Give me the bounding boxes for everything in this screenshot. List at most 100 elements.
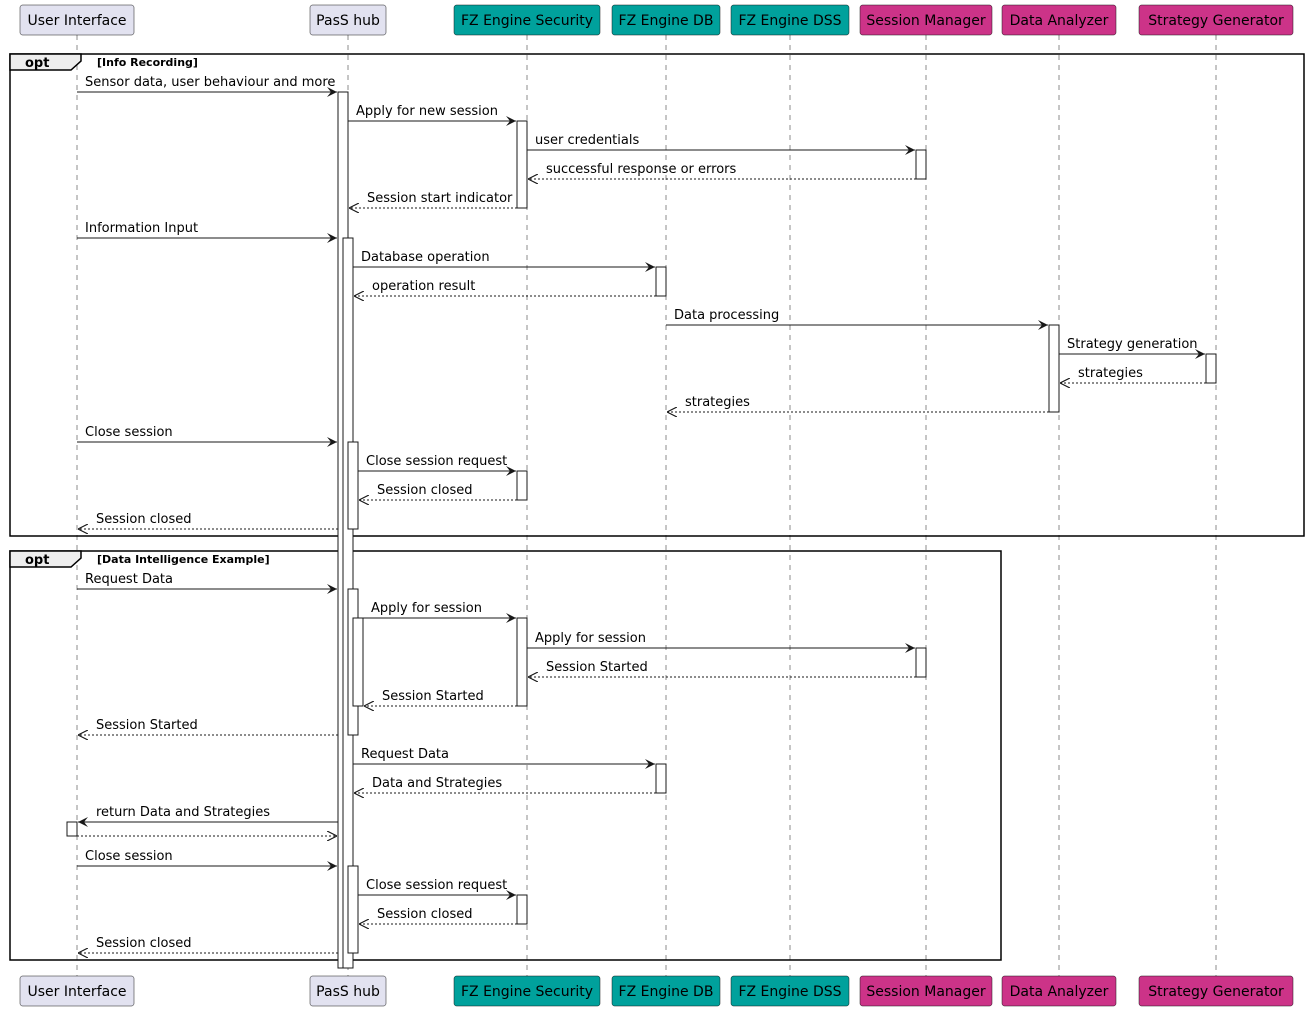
message-label: Session closed [377, 483, 472, 498]
participant-label: FZ Engine DSS [738, 984, 841, 1000]
participant-label: FZ Engine DB [619, 984, 714, 1000]
participant-sg-bottom: Strategy Generator [1138, 975, 1294, 1007]
message: Close session request [358, 878, 516, 900]
message: strategies [1060, 366, 1206, 383]
message-label: Data and Strategies [372, 776, 502, 791]
frame-tab [9, 53, 82, 71]
message-label: Information Input [85, 221, 198, 236]
activation-bars [66, 91, 1217, 969]
participant-box [730, 4, 850, 36]
participant-box [19, 4, 135, 36]
participant-box [453, 975, 601, 1007]
message-label: strategies [1078, 366, 1143, 381]
participant-label: PasS hub [316, 984, 380, 1000]
message: return Data and Strategies [78, 805, 338, 827]
message: Close session request [358, 454, 516, 476]
message-label: Request Data [85, 572, 173, 587]
activation-bar [915, 149, 927, 180]
frame-opt-2: opt [Data Intelligence Example] [9, 550, 1002, 961]
participants-bottom: User Interface PasS hub FZ Engine Security… [19, 975, 1294, 1007]
activation-bar [516, 120, 528, 209]
participant-sm-top: Session Manager [859, 4, 993, 36]
frame-operator: opt [25, 553, 49, 568]
participant-box [309, 975, 387, 1007]
message: strategies [667, 395, 1049, 412]
participant-label: FZ Engine DSS [738, 13, 841, 29]
message-label: Close session [85, 425, 173, 440]
participant-label: Session Manager [866, 984, 985, 1000]
message-label: Session Started [546, 660, 648, 675]
message: Session closed [78, 512, 338, 529]
message-label: Apply for session [371, 601, 482, 616]
message: operation result [354, 279, 656, 296]
participant-hub-top: PasS hub [309, 4, 387, 36]
participant-box [611, 4, 721, 36]
participant-label: Data Analyzer [1010, 984, 1109, 1000]
participant-da-top: Data Analyzer [1001, 4, 1117, 36]
participant-label: PasS hub [316, 13, 380, 29]
message: Session closed [359, 907, 517, 924]
participant-ui-bottom: User Interface [19, 975, 135, 1007]
participant-sg-top: Strategy Generator [1138, 4, 1294, 36]
participant-db-top: FZ Engine DB [611, 4, 721, 36]
activation-bar [655, 266, 667, 297]
frame-operator: opt [25, 56, 49, 71]
participant-label: FZ Engine DB [619, 13, 714, 29]
message-label: Session closed [96, 936, 191, 951]
message: Session Started [78, 718, 338, 735]
message: Session Started [364, 689, 517, 706]
message: Strategy generation [1059, 337, 1205, 359]
participant-sm-bottom: Session Manager [859, 975, 993, 1007]
message: Session closed [78, 936, 338, 953]
message: Session closed [359, 483, 517, 500]
participant-box [1001, 975, 1117, 1007]
participant-label: Data Analyzer [1010, 13, 1109, 29]
message-label: Close session request [366, 454, 507, 469]
participant-dss-top: FZ Engine DSS [730, 4, 850, 36]
message-label: Close session [85, 849, 173, 864]
participant-db-bottom: FZ Engine DB [611, 975, 721, 1007]
message-label: Database operation [361, 250, 490, 265]
participant-label: FZ Engine Security [461, 984, 593, 1000]
activation-bar [347, 441, 359, 530]
frame-condition: [Info Recording] [97, 56, 198, 69]
participant-da-bottom: Data Analyzer [1001, 975, 1117, 1007]
participant-sec-top: FZ Engine Security [453, 4, 601, 36]
message-label: Close session request [366, 878, 507, 893]
message: Close session [77, 849, 337, 871]
participant-label: User Interface [27, 984, 126, 1000]
message: Sensor data, user behaviour and more [77, 75, 337, 97]
message: Database operation [353, 250, 655, 272]
message-label: Session start indicator [367, 191, 513, 206]
message-label: Session Started [96, 718, 198, 733]
message-label: Strategy generation [1067, 337, 1198, 352]
participant-ui-top: User Interface [19, 4, 135, 36]
participant-label: Strategy Generator [1148, 13, 1284, 29]
message: Request Data [77, 572, 337, 594]
activation-bar [352, 617, 364, 707]
message: Apply for session [363, 601, 516, 623]
activation-bar [516, 894, 528, 925]
message-label: Apply for session [535, 631, 646, 646]
message-label: Session closed [377, 907, 472, 922]
message-label: return Data and Strategies [96, 805, 270, 820]
activation-bar [516, 470, 528, 501]
message-label: Session closed [96, 512, 191, 527]
activation-bar [655, 763, 667, 794]
activation-bar [516, 617, 528, 707]
message-label: Request Data [361, 747, 449, 762]
message: successful response or errors [528, 162, 916, 179]
activation-bar [347, 865, 359, 954]
participant-sec-bottom: FZ Engine Security [453, 975, 601, 1007]
activation-bar [1205, 353, 1217, 384]
message: Session start indicator [349, 191, 517, 208]
participant-box [1138, 4, 1294, 36]
message: Session Started [528, 660, 916, 677]
participant-box [19, 975, 135, 1007]
message: Apply for session [527, 631, 915, 653]
combined-fragments: opt [Info Recording] opt [Data Intelligence… [9, 53, 1305, 961]
participant-label: Session Manager [866, 13, 985, 29]
message: user credentials [527, 133, 915, 155]
frame-condition: [Data Intelligence Example] [97, 553, 270, 566]
